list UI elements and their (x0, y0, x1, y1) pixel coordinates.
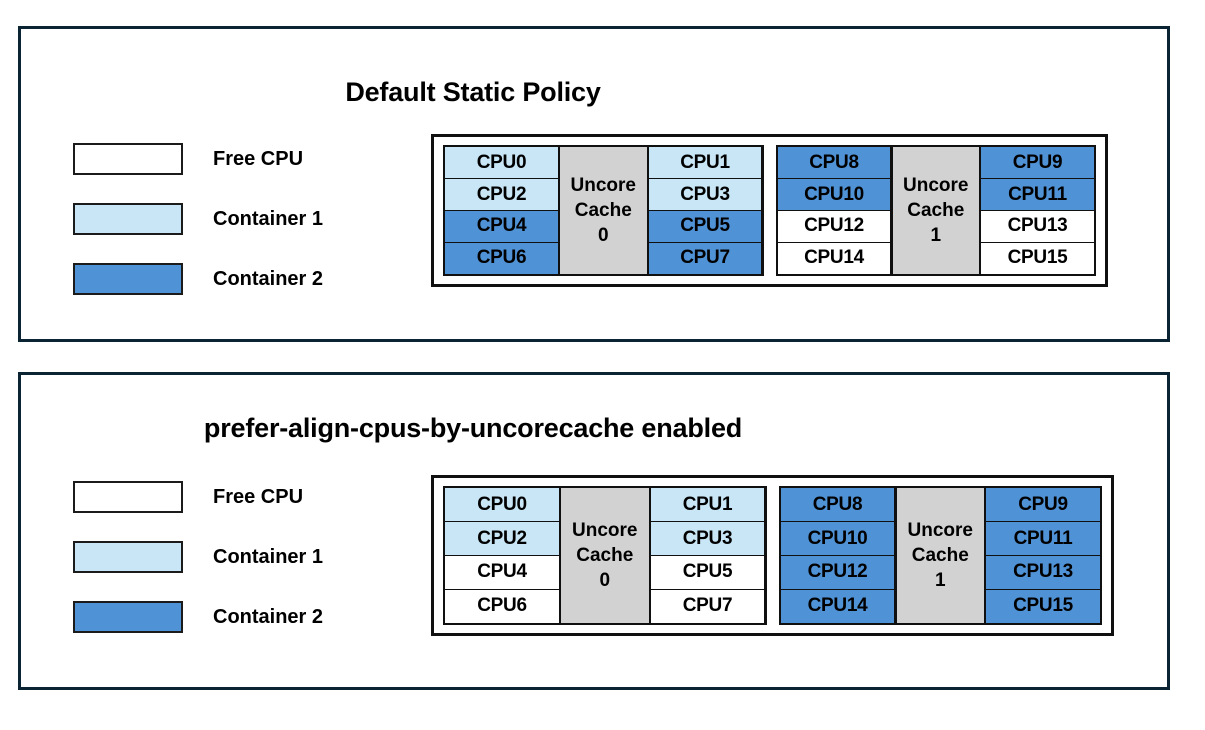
uncore-cache-label-line1: Uncore (570, 174, 636, 196)
cpu-column-left-cache-0: CPU0 CPU2 CPU4 CPU6 (444, 487, 560, 624)
cpu-cell: CPU10 (776, 178, 892, 212)
cpu-column-left-cache-0: CPU0 CPU2 CPU4 CPU6 (444, 146, 559, 275)
cpu-column-left-cache-1: CPU8 CPU10 CPU12 CPU14 (776, 146, 892, 275)
legend-swatch-free-cpu (73, 481, 183, 513)
cpu-cell: CPU7 (649, 588, 766, 624)
cpu-cell: CPU2 (444, 178, 559, 212)
cpu-cell: CPU13 (985, 554, 1101, 590)
cpu-cell: CPU4 (444, 209, 559, 243)
uncore-cache-index: 1 (930, 225, 942, 247)
cpu-cell: CPU1 (649, 487, 766, 523)
cpu-column-left-cache-1: CPU8 CPU10 CPU12 CPU14 (779, 487, 896, 624)
uncore-cache-label-line2: Cache (907, 199, 965, 221)
cpu-cell: CPU14 (776, 241, 892, 275)
uncore-cache-index: 0 (597, 225, 609, 247)
cpu-cell: CPU6 (444, 241, 559, 275)
legend-swatch-container-2 (73, 263, 183, 295)
legend-item-container-2: Container 2 (73, 587, 323, 647)
panel-default-static-policy: Default Static Policy Free CPU Container… (18, 26, 1170, 342)
cpu-cell: CPU7 (647, 241, 763, 275)
uncore-cache-block-0: Uncore Cache 0 (558, 147, 649, 274)
page-title: Default Static Policy (345, 77, 601, 107)
legend-swatch-container-1 (73, 541, 183, 573)
cpu-cell: CPU5 (649, 554, 766, 590)
cpu-cell: CPU10 (779, 521, 896, 557)
cpu-cell: CPU4 (444, 554, 560, 590)
legend-item-container-1: Container 1 (73, 189, 323, 249)
cpu-column-right-cache-1: CPU9 CPU11 CPU13 CPU15 (985, 487, 1101, 624)
legend-label-free-cpu: Free CPU (213, 485, 304, 508)
cpu-cell: CPU8 (779, 487, 896, 523)
legend-label-free-cpu: Free CPU (213, 147, 304, 170)
uncore-cache-block-0: Uncore Cache 0 (559, 488, 651, 623)
cpu-cell: CPU0 (444, 487, 560, 523)
uncore-cache-label-line2: Cache (576, 544, 634, 566)
cpu-cell: CPU0 (444, 146, 559, 180)
cache-group-1: CPU8 CPU10 CPU12 CPU14 Uncore Cache 1 CP… (778, 486, 1102, 625)
uncore-cache-index: 1 (934, 570, 946, 592)
cpu-cell: CPU11 (980, 178, 1095, 212)
uncore-cache-label-line2: Cache (911, 544, 969, 566)
uncore-cache-label-line1: Uncore (572, 519, 638, 541)
legend-label-container-1: Container 1 (213, 207, 324, 230)
legend-label-container-2: Container 2 (213, 605, 324, 628)
cpu-cell: CPU15 (980, 241, 1095, 275)
legend-item-container-2: Container 2 (73, 249, 323, 309)
cpu-column-right-cache-1: CPU9 CPU11 CPU13 CPU15 (980, 146, 1095, 275)
cache-group-0: CPU0 CPU2 CPU4 CPU6 Uncore Cache 0 CPU1 … (443, 145, 764, 276)
cpu-cell: CPU14 (779, 588, 896, 624)
legend-label-container-1: Container 1 (213, 545, 324, 568)
page-title: prefer-align-cpus-by-uncorecache enabled (203, 413, 743, 443)
legend-item-free-cpu: Free CPU (73, 467, 323, 527)
cpu-cell: CPU6 (444, 588, 560, 624)
uncore-cache-label-line2: Cache (574, 199, 632, 221)
cpu-cell: CPU9 (980, 146, 1095, 180)
legend-swatch-container-1 (73, 203, 183, 235)
cpu-cell: CPU12 (779, 554, 896, 590)
legend-default-static-policy: Free CPU Container 1 Container 2 (73, 129, 323, 309)
cpu-cell: CPU13 (980, 209, 1095, 243)
legend-item-container-1: Container 1 (73, 527, 323, 587)
cpu-cell: CPU3 (649, 521, 766, 557)
legend-prefer-align-cpus-by-uncorecache: Free CPU Container 1 Container 2 (73, 467, 323, 647)
cpu-cell: CPU15 (985, 588, 1101, 624)
cpu-topology-diagram: CPU0 CPU2 CPU4 CPU6 Uncore Cache 0 CPU1 … (431, 475, 1114, 636)
cpu-cell: CPU1 (647, 146, 763, 180)
cpu-cell: CPU12 (776, 209, 892, 243)
uncore-cache-label-line1: Uncore (907, 519, 973, 541)
cpu-cell: CPU5 (647, 209, 763, 243)
cpu-column-right-cache-0: CPU1 CPU3 CPU5 CPU7 (649, 487, 766, 624)
panel-prefer-align-cpus-by-uncorecache: prefer-align-cpus-by-uncorecache enabled… (18, 372, 1170, 690)
cache-group-1: CPU8 CPU10 CPU12 CPU14 Uncore Cache 1 CP… (775, 145, 1096, 276)
legend-swatch-container-2 (73, 601, 183, 633)
legend-item-free-cpu: Free CPU (73, 129, 323, 189)
cpu-cell: CPU9 (985, 487, 1101, 523)
cpu-cell: CPU11 (985, 521, 1101, 557)
cpu-cell: CPU3 (647, 178, 763, 212)
legend-swatch-free-cpu (73, 143, 183, 175)
cache-group-0: CPU0 CPU2 CPU4 CPU6 Uncore Cache 0 CPU1 … (443, 486, 767, 625)
cpu-topology-diagram: CPU0 CPU2 CPU4 CPU6 Uncore Cache 0 CPU1 … (431, 134, 1108, 287)
uncore-cache-label-line1: Uncore (903, 174, 969, 196)
uncore-cache-index: 0 (599, 570, 611, 592)
legend-label-container-2: Container 2 (213, 267, 324, 290)
uncore-cache-block-1: Uncore Cache 1 (890, 147, 981, 274)
cpu-cell: CPU8 (776, 146, 892, 180)
uncore-cache-block-1: Uncore Cache 1 (894, 488, 986, 623)
cpu-column-right-cache-0: CPU1 CPU3 CPU5 CPU7 (647, 146, 763, 275)
cpu-cell: CPU2 (444, 521, 560, 557)
